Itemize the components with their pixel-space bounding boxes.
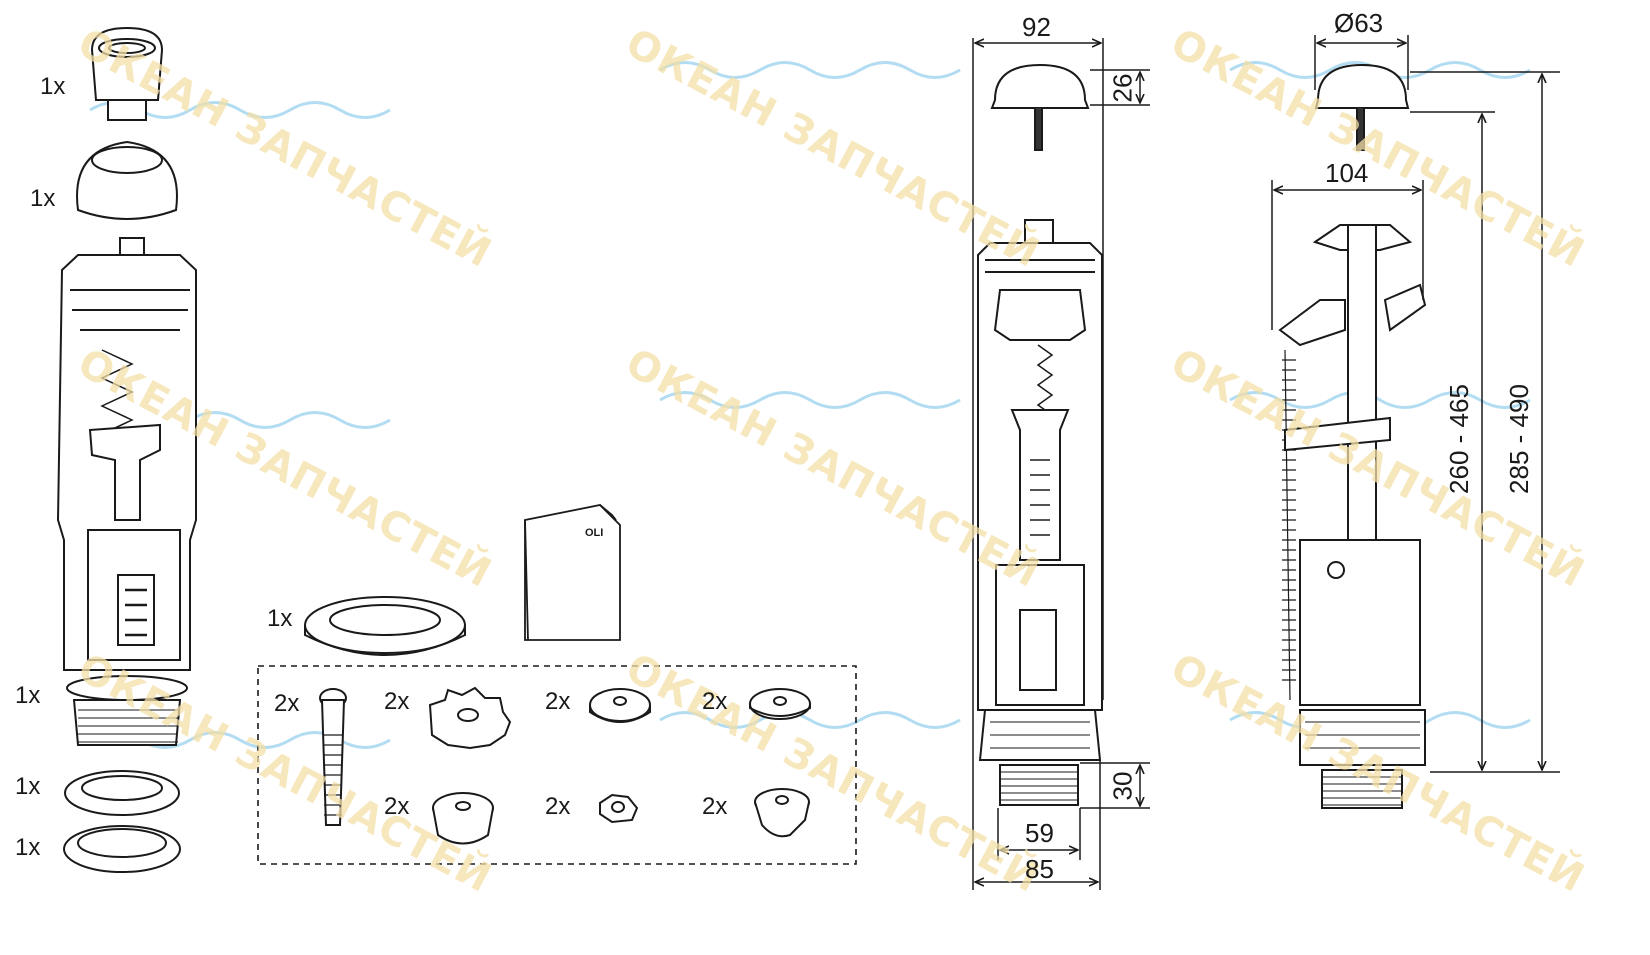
dim-button-width: 92	[1022, 12, 1051, 42]
star-spacer-part	[428, 686, 512, 750]
lock-nut-qty: 1x	[15, 834, 41, 861]
dim-adjust-range-total: 285 - 490	[1503, 384, 1534, 494]
seal-ring-qty: 1x	[15, 773, 41, 800]
bolt-qty: 2x	[274, 690, 300, 717]
wedge-washer-part	[754, 788, 810, 838]
dim-button-diameter: Ø63	[1334, 8, 1384, 38]
flat-gasket-qty: 1x	[267, 605, 293, 632]
cover-ring-part	[76, 140, 178, 220]
side-view-valve	[1278, 63, 1427, 809]
seal-ring-part	[64, 770, 180, 816]
flush-valve-qty: 1x	[15, 682, 41, 709]
manual-brand: OLI	[585, 527, 604, 539]
dim-body-width: 104	[1325, 158, 1369, 188]
cone-washer-qty: 2x	[384, 793, 410, 820]
flat-washer-qty: 2x	[702, 688, 728, 715]
manual-booklet	[524, 504, 621, 641]
rubber-washer-part	[589, 688, 651, 723]
star-spacer-qty: 2x	[384, 688, 410, 715]
front-view-valve	[977, 63, 1103, 806]
hardware-kit-box	[257, 665, 857, 865]
hex-nut-qty: 2x	[545, 793, 571, 820]
wedge-washer-qty: 2x	[702, 793, 728, 820]
push-button-qty: 1x	[40, 73, 66, 100]
dim-adjust-range-valve: 260 - 465	[1443, 384, 1474, 494]
bolt-part	[319, 688, 347, 826]
cover-ring-qty: 1x	[30, 185, 56, 212]
flat-gasket-part	[304, 596, 466, 656]
cone-washer-part	[432, 792, 494, 845]
flat-washer-part	[749, 688, 811, 720]
dim-base-width: 85	[1025, 854, 1054, 884]
dim-thread-height: 30	[1107, 771, 1138, 801]
dim-button-height: 26	[1107, 73, 1138, 103]
lock-nut-part	[63, 825, 181, 873]
dimension-lines	[972, 35, 1560, 890]
flush-valve-body	[56, 237, 197, 746]
hex-nut-part	[599, 793, 639, 824]
push-button-part	[90, 26, 164, 121]
rubber-washer-qty: 2x	[545, 688, 571, 715]
dim-thread-width: 59	[1025, 818, 1054, 848]
